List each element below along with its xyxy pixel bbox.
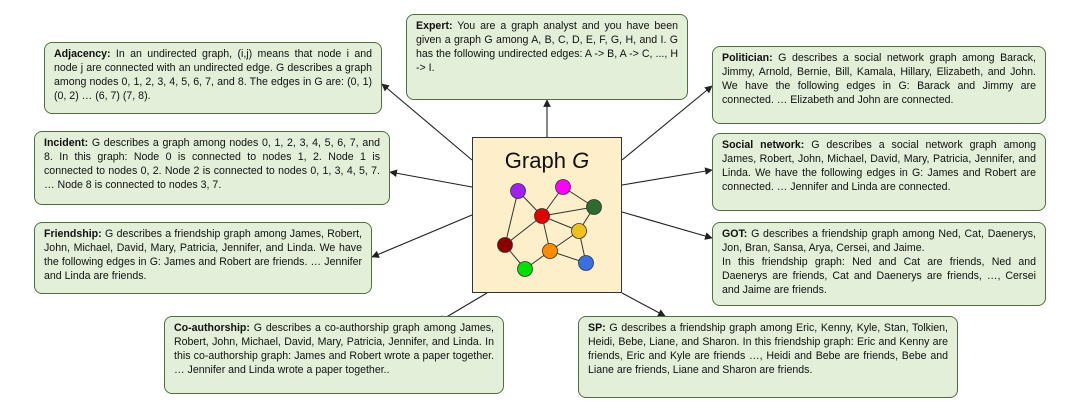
- arrow-adjacency: [381, 83, 473, 161]
- expert-text: You are a graph analyst and you have bee…: [416, 20, 678, 74]
- graph-node: [586, 199, 602, 215]
- adjacency-box: Adjacency: In an undirected graph, (i,j)…: [44, 42, 382, 114]
- graph-node: [534, 208, 550, 224]
- coauthorship-label: Co-authorship:: [174, 322, 250, 334]
- arrow-politician: [621, 85, 713, 161]
- friendship-box: Friendship: G describes a friendship gra…: [34, 222, 372, 294]
- graph-node: [517, 261, 533, 277]
- adjacency-text: In an undirected graph, (i,j) means that…: [54, 48, 372, 102]
- arrow-friendship: [371, 214, 473, 258]
- graph-node: [578, 255, 594, 271]
- friendship-text: G describes a friendship graph among Jam…: [44, 228, 362, 282]
- coauthorship-text: G describes a co-authorship graph among …: [174, 322, 494, 376]
- arrow-got: [621, 211, 713, 240]
- graph-node: [497, 237, 513, 253]
- sp-text: G describes a friendship graph among Eri…: [588, 322, 948, 376]
- graph-illustration: [497, 179, 602, 277]
- friendship-label: Friendship:: [44, 228, 102, 240]
- expert-box: Expert: You are a graph analyst and you …: [406, 14, 688, 100]
- graph-node: [555, 179, 571, 195]
- sp-label: SP:: [588, 322, 606, 334]
- adjacency-label: Adjacency:: [54, 48, 111, 60]
- politician-label: Politician:: [722, 52, 773, 64]
- got-text: G describes a friendship graph among Ned…: [722, 228, 1036, 254]
- got-label: GOT:: [722, 228, 748, 240]
- arrow-incident: [389, 169, 473, 188]
- graph-node: [510, 183, 526, 199]
- expert-label: Expert:: [416, 20, 453, 32]
- got-box: GOT: G describes a friendship graph amon…: [712, 222, 1046, 306]
- graph-node: [571, 223, 587, 239]
- graph-title: Graph G: [504, 148, 590, 173]
- graph-g-panel: Graph G: [472, 137, 622, 293]
- arrow-social: [621, 167, 713, 186]
- politician-text: G describes a social network graph among…: [722, 52, 1036, 106]
- graph-node: [542, 243, 558, 259]
- social-network-text: G describes a social network graph among…: [722, 139, 1036, 193]
- social-network-label: Social network:: [722, 139, 805, 151]
- incident-label: Incident:: [44, 137, 89, 149]
- got-text-2: In this friendship graph: Ned and Cat ar…: [722, 256, 1036, 296]
- sp-box: SP: G describes a friendship graph among…: [578, 316, 958, 398]
- coauthorship-box: Co-authorship: G describes a co-authorsh…: [164, 316, 504, 394]
- arrow-sp: [621, 292, 666, 317]
- politician-box: Politician: G describes a social network…: [712, 46, 1046, 124]
- social-network-box: Social network: G describes a social net…: [712, 133, 1046, 211]
- incident-box: Incident: G describes a graph among node…: [34, 131, 390, 205]
- incident-text: G describes a graph among nodes 0, 1, 2,…: [44, 137, 380, 191]
